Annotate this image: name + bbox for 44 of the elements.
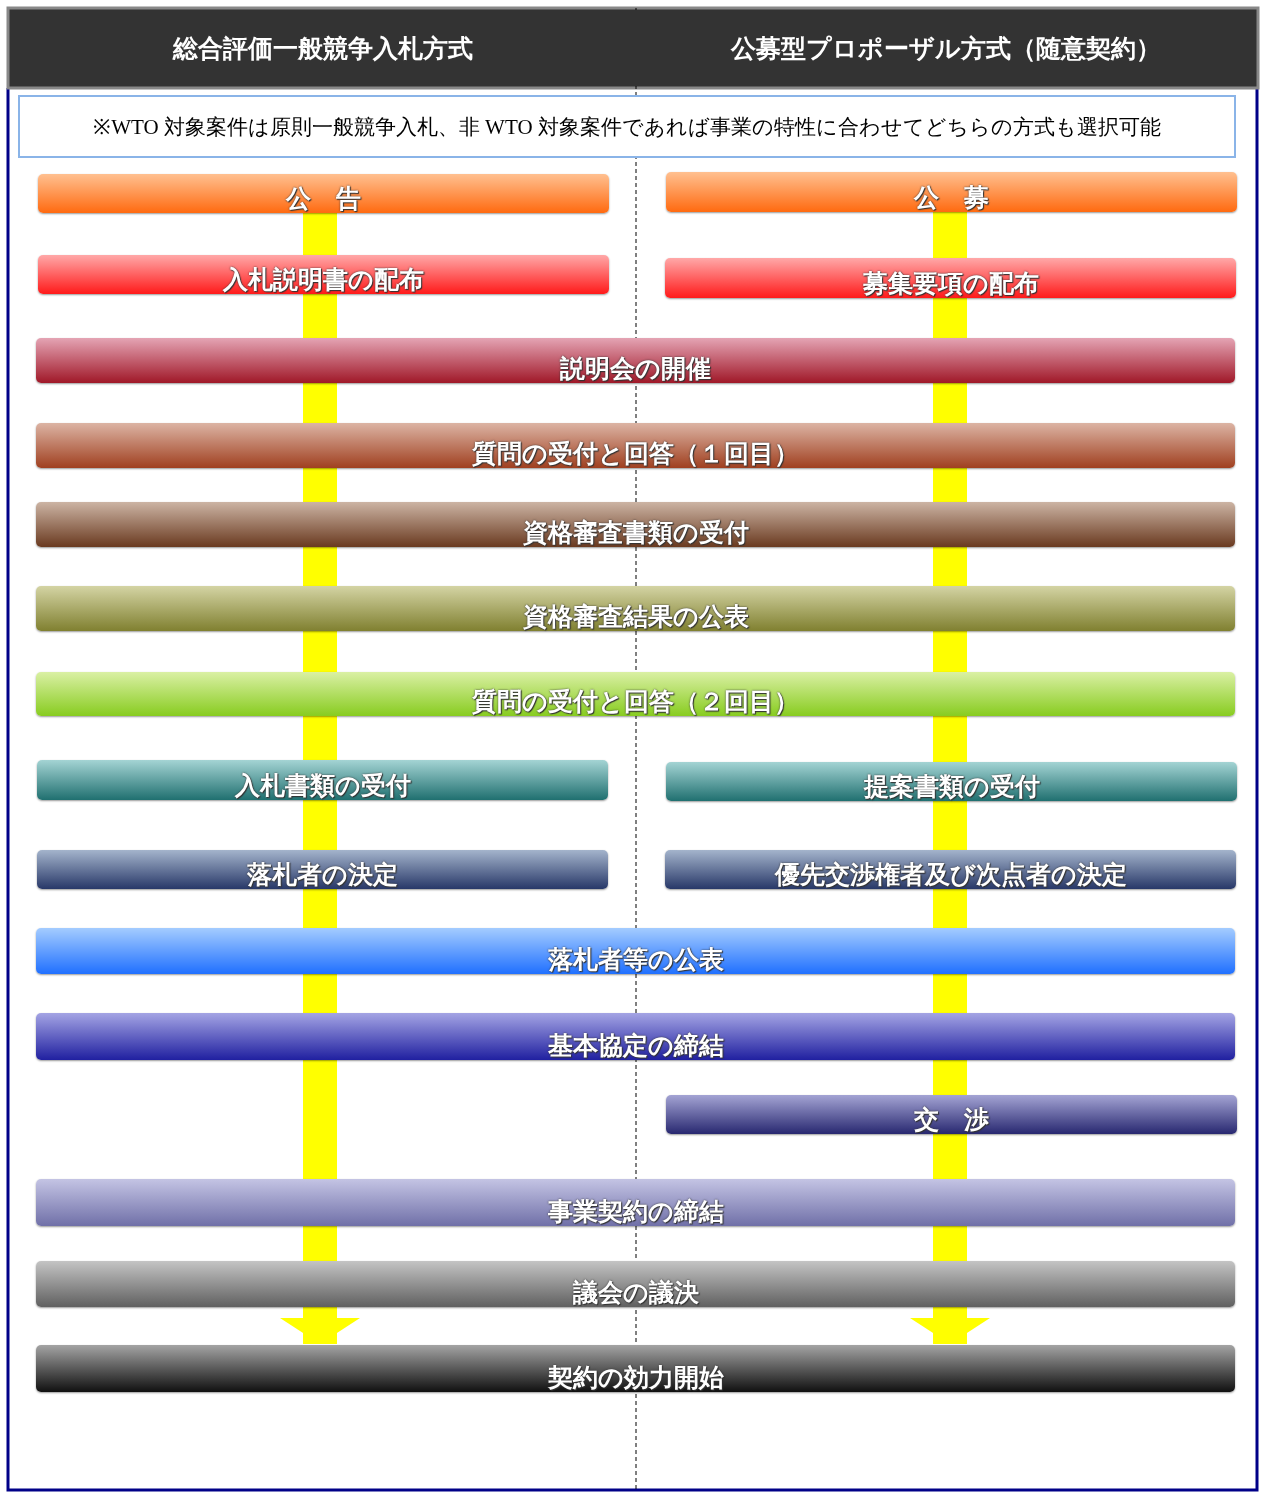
step-bar [36, 1013, 1235, 1060]
step-label: 質問の受付と回答（２回目） [472, 689, 799, 714]
step-label: 議会の議決 [572, 1280, 699, 1305]
step-label: 募集要項の配布 [862, 271, 1039, 296]
step-label: 基本協定の締結 [547, 1033, 724, 1058]
step-bar [666, 1095, 1237, 1134]
step-bar [665, 850, 1236, 889]
step-label: 資格審査書類の受付 [522, 520, 749, 545]
note-text: ※WTO 対象案件は原則一般競争入札、非 WTO 対象案件であれば事業の特性に合わせてどちらの方式も選択可能 [93, 114, 1161, 141]
step-label: 入札書類の受付 [234, 773, 411, 798]
step-label: 落札者等の公表 [547, 947, 724, 972]
step-label: 優先交渉権者及び次点者の決定 [774, 862, 1127, 887]
step-bar [36, 502, 1235, 547]
step-label: 公 募 [914, 185, 989, 210]
step-bar [37, 760, 608, 800]
step-label: 入札説明書の配布 [223, 267, 424, 292]
step-label: 公募型プロポーザル方式（随意契約） [731, 32, 1161, 65]
step-bar [36, 586, 1235, 631]
step-label: 質問の受付と回答（１回目） [472, 441, 799, 466]
step-bar [36, 1261, 1235, 1307]
step-bar [37, 850, 608, 889]
step-label: 交 渉 [914, 1107, 989, 1132]
step-label: 資格審査結果の公表 [522, 604, 749, 629]
step-label: 総合評価一般競争入札方式 [173, 32, 473, 65]
step-bar [36, 1179, 1235, 1226]
step-bar [665, 258, 1236, 298]
step-label: 説明会の開催 [560, 356, 711, 381]
step-bar [36, 672, 1235, 716]
step-bar [38, 255, 609, 294]
step-label: 公 告 [286, 186, 361, 211]
note-box [18, 95, 1236, 158]
step-label: 提案書類の受付 [863, 774, 1040, 799]
step-bar [38, 174, 609, 213]
step-bar [36, 928, 1235, 974]
flow-arrow [280, 1307, 360, 1344]
step-label: 事業契約の締結 [547, 1199, 724, 1224]
step-label: 落札者の決定 [247, 862, 398, 887]
step-bar [36, 423, 1235, 468]
step-bar [666, 762, 1237, 801]
step-bar [36, 1345, 1235, 1392]
step-label: 契約の効力開始 [547, 1365, 724, 1390]
step-bar [36, 338, 1235, 383]
flow-arrow [910, 1307, 990, 1344]
step-bar [666, 172, 1237, 212]
